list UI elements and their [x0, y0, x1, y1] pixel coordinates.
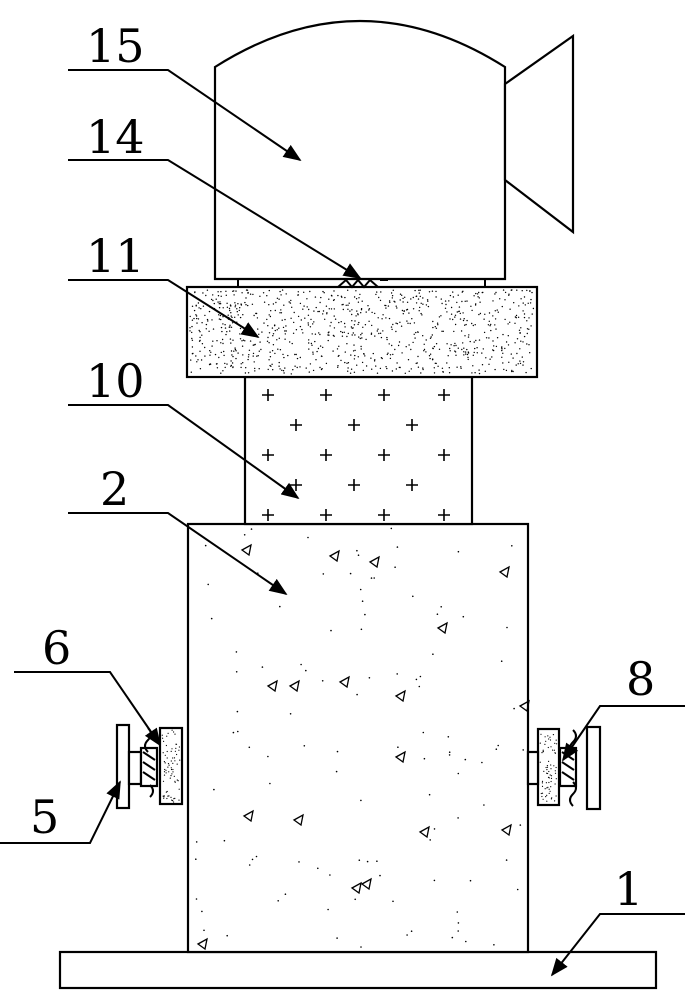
main-column	[186, 522, 530, 954]
right-clamp	[526, 725, 602, 811]
label-1: 1	[614, 862, 643, 916]
neck-block	[243, 375, 474, 526]
camera-connector	[237, 278, 486, 289]
left-clamp	[115, 723, 184, 810]
leader-8	[561, 705, 685, 762]
leader-1	[550, 913, 685, 977]
leader-10	[68, 404, 300, 500]
label-15: 15	[86, 19, 145, 73]
leader-15	[68, 69, 302, 162]
neck-cross-texture	[262, 389, 450, 521]
leader-14	[68, 159, 362, 279]
label-6: 6	[42, 621, 71, 675]
camera-body	[213, 20, 507, 281]
leader-lines	[0, 69, 685, 977]
leader-11	[68, 279, 260, 338]
label-14: 14	[86, 110, 145, 164]
camera-lens	[503, 33, 575, 235]
label-8: 8	[626, 652, 655, 706]
leader-6	[14, 671, 162, 747]
column-concrete-texture	[195, 527, 530, 951]
label-11: 11	[86, 229, 145, 283]
label-10: 10	[86, 354, 145, 408]
label-2: 2	[100, 462, 129, 516]
leader-5	[0, 780, 121, 844]
leader-2	[68, 512, 288, 596]
label-5: 5	[30, 790, 59, 844]
